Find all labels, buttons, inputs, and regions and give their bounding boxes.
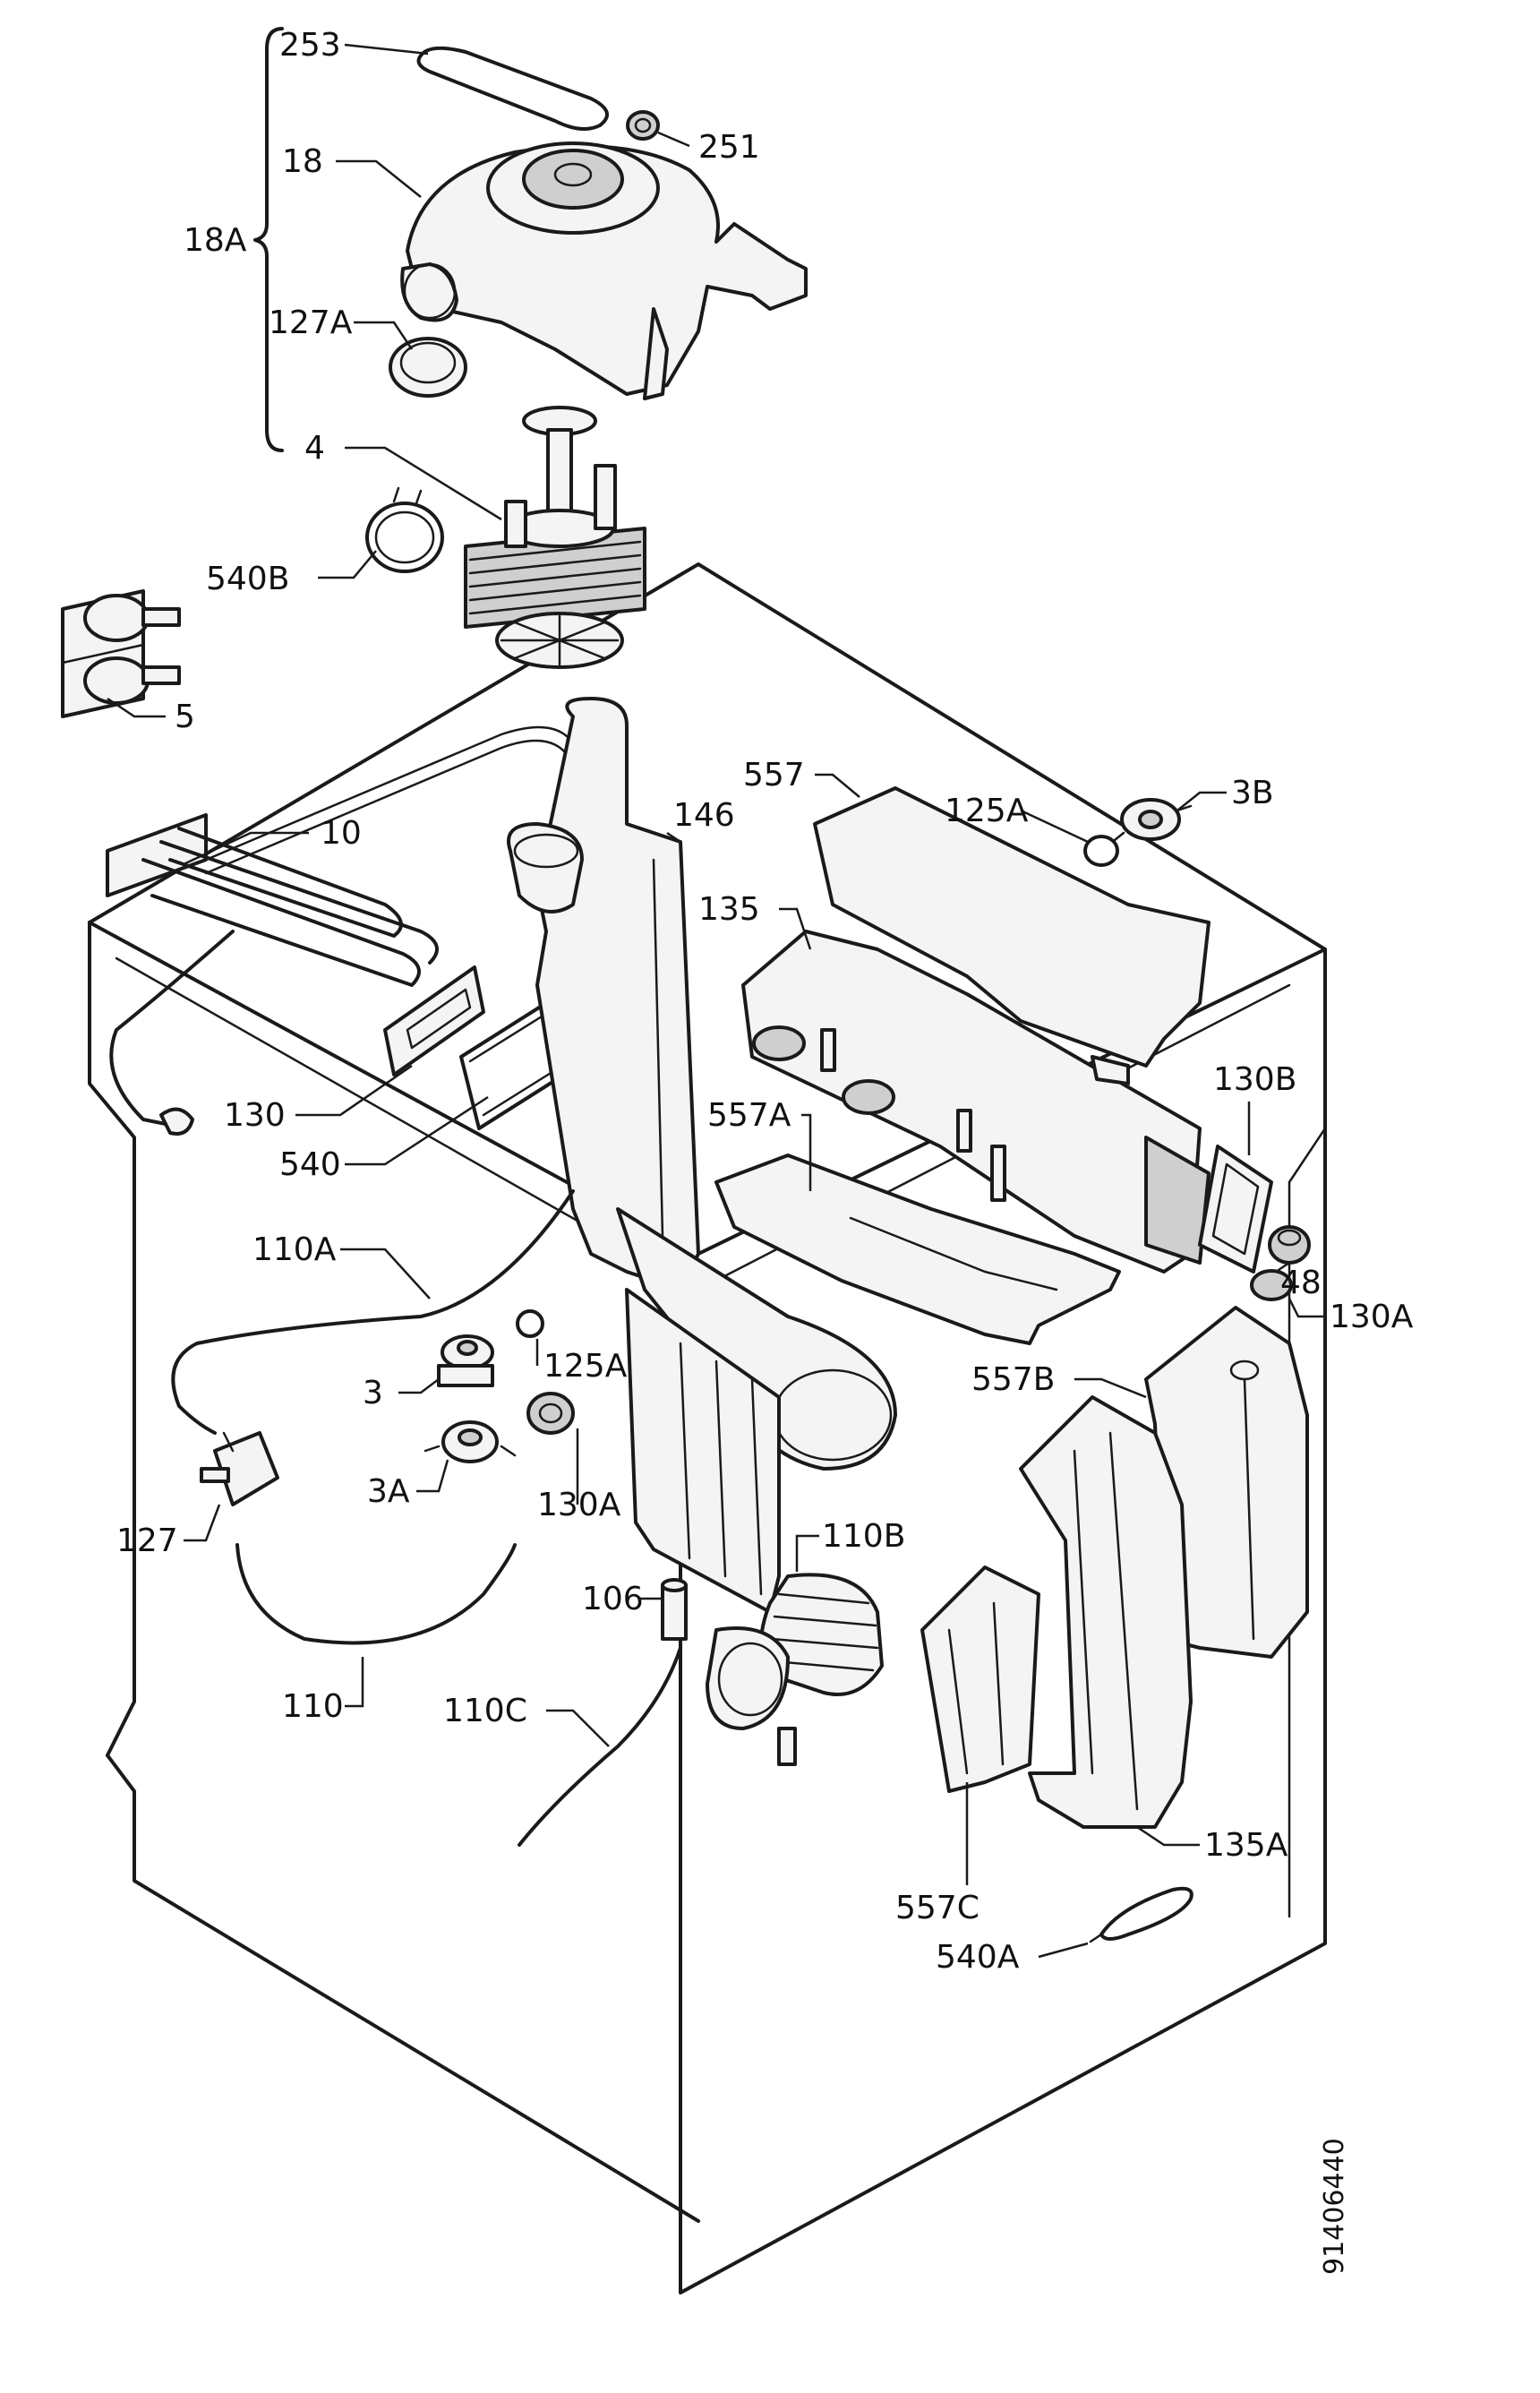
label-18: 18 [282, 143, 323, 180]
seal-130a-right [1250, 1269, 1293, 1301]
connector-106 [661, 1578, 688, 1641]
clamp-540b [365, 486, 444, 573]
cap-48 [1268, 1225, 1311, 1265]
label-3a: 3A [367, 1473, 410, 1510]
label-251: 251 [698, 129, 760, 166]
label-146: 146 [673, 797, 735, 834]
label-130a-right: 130A [1330, 1299, 1414, 1335]
thermostat-3 [437, 1334, 494, 1387]
hose-110 [235, 1543, 517, 1645]
callout-labels: 253 251 18 18A 127A 4 540B 5 10 146 557 … [116, 27, 1414, 1976]
duct-135a [1019, 1395, 1193, 1829]
fan-housing-18 [400, 142, 808, 400]
valve-5 [61, 589, 181, 718]
label-130: 130 [224, 1097, 286, 1134]
label-540a: 540A [936, 1939, 1020, 1976]
air-duct-146 [507, 697, 897, 1614]
label-130b: 130B [1213, 1061, 1296, 1098]
label-5: 5 [175, 699, 195, 735]
label-110a: 110A [252, 1231, 337, 1268]
label-3: 3 [363, 1375, 383, 1411]
label-110c: 110C [443, 1693, 527, 1729]
label-540: 540 [279, 1146, 341, 1183]
motor-4 [464, 406, 646, 669]
thermostat-3b [1113, 798, 1193, 842]
label-125a-mid: 125A [543, 1348, 628, 1385]
label-540b: 540B [206, 561, 289, 597]
label-127: 127 [116, 1522, 178, 1559]
gasket-130b [1198, 1145, 1273, 1274]
label-10: 10 [321, 815, 362, 852]
hose-110a [171, 1189, 575, 1435]
label-135: 135 [698, 891, 760, 928]
thermostat-3a [424, 1420, 517, 1463]
cover-557c [920, 1565, 1040, 1793]
gasket-130 [383, 965, 485, 1076]
o-ring-125a-mid [516, 1309, 544, 1338]
seal-130a-mid [526, 1392, 575, 1435]
clip-540a [1089, 1886, 1194, 1943]
label-4: 4 [304, 430, 325, 467]
leader-lines [107, 43, 1325, 1959]
label-253: 253 [279, 27, 341, 64]
label-110: 110 [282, 1688, 344, 1725]
ring-127a [389, 337, 467, 398]
label-557c: 557C [895, 1890, 980, 1926]
condenser-135 [741, 930, 1211, 1274]
o-ring-125a-top [1083, 835, 1119, 867]
cover-557a [714, 1154, 1121, 1345]
label-3b: 3B [1231, 775, 1274, 811]
label-130a-mid: 130A [537, 1487, 621, 1523]
label-106: 106 [582, 1581, 644, 1617]
cover-557 [813, 786, 1211, 1068]
heater-element-10 [106, 725, 575, 1136]
drive-belt-253 [416, 46, 609, 131]
pressure-switch-127 [200, 1431, 279, 1506]
label-557a: 557A [707, 1097, 791, 1134]
label-135a: 135A [1204, 1827, 1288, 1864]
bellows-110b [706, 1573, 884, 1766]
figure-side-code: 91406440 [1319, 2138, 1350, 2275]
nut-251 [626, 110, 660, 141]
label-18a: 18A [184, 222, 247, 259]
label-110b: 110B [822, 1518, 905, 1555]
label-557: 557 [743, 757, 805, 793]
label-125a-top: 125A [945, 793, 1029, 829]
label-557b: 557B [971, 1361, 1055, 1398]
label-127a: 127A [269, 304, 353, 341]
hose-110c [518, 1646, 682, 1847]
assembly-bracket-18a [253, 27, 284, 452]
label-48: 48 [1280, 1265, 1322, 1301]
